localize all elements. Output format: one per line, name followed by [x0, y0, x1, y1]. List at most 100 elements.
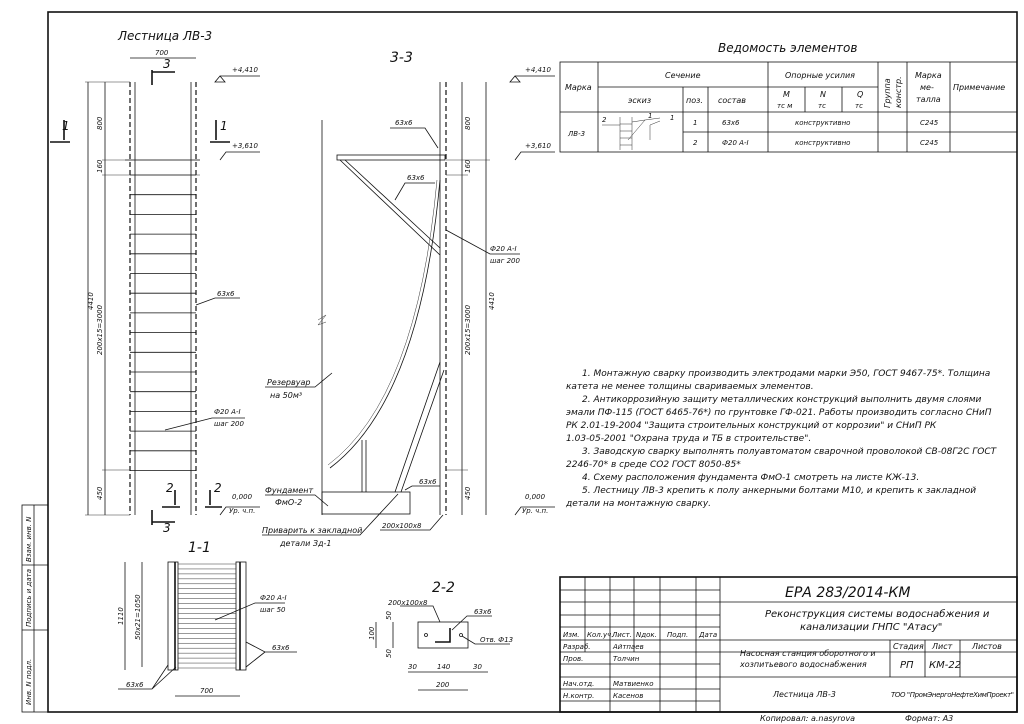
header-mark: Марка [565, 83, 592, 92]
sheet-frame [47, 11, 1018, 713]
dim-height-bottom: 50 [385, 649, 393, 658]
dim-first: 160 [96, 159, 104, 173]
person-name: Толчин [613, 655, 640, 663]
dim-steps: 50x21=1050 [134, 594, 142, 640]
profile-right-label: 63x6 [272, 644, 290, 652]
base-plate [417, 621, 469, 649]
section-2-2: 2-2 200x100x8 63x6 Отв. Ф13 100 50 50 30… [368, 580, 513, 691]
elevation-zero: 0,000 [525, 493, 546, 501]
header-note: Примечание [953, 83, 1005, 92]
row-mark: ЛВ-3 [567, 130, 585, 138]
col-header: Подп. [667, 631, 688, 639]
rung-label: Ф20 А-I [260, 594, 287, 602]
elevation-mid: +3,610 [232, 142, 258, 150]
side-stamp-signature: Подпись и дата [25, 569, 33, 627]
floor-level: Ур. ч.п. [229, 507, 255, 515]
col-header: Кол.уч. [587, 631, 613, 639]
col-header: Nдок. [636, 631, 657, 639]
tank-volume: на 50м³ [270, 391, 302, 400]
header-m-unit: тс м [777, 102, 793, 110]
sheet-label: Лист [931, 642, 953, 651]
note-line: детали на монтажную сварку. [565, 499, 711, 509]
sketch-label: 1 [648, 112, 652, 120]
object-line1: Насосная станция оборотного и [740, 649, 876, 658]
row-composition: 63x6 [722, 119, 740, 127]
cut-mark-1-left: 1 [62, 119, 70, 133]
view-title: Лестница ЛВ-3 [117, 29, 212, 43]
elevation-zero: 0,000 [232, 493, 253, 501]
col-header: Дата [698, 631, 717, 639]
role: Н.контр. [563, 692, 594, 700]
side-stamp-replaced: Взам. инв. N [25, 516, 33, 562]
header-n: N [820, 90, 826, 99]
header-sketch: эскиз [628, 96, 651, 105]
sketch-icon: 2 1 1 [602, 112, 674, 150]
profile-left-label: 63x6 [126, 681, 144, 689]
person-name: Матвиенко [613, 680, 653, 688]
weld-note-line2: детали Зд-1 [279, 539, 332, 548]
general-notes: 1. Монтажную сварку производить электрод… [565, 369, 998, 509]
tank-label: Резервуар [267, 378, 310, 387]
plate-label: 200x100x8 [388, 599, 428, 607]
dim-total: 4410 [488, 292, 496, 310]
floor-level: Ур. ч.п. [522, 507, 548, 515]
person-name: Касенов [613, 692, 643, 700]
row-pos: 2 [693, 139, 698, 147]
hole-label: Отв. Ф13 [480, 636, 513, 644]
dim-height: 100 [368, 626, 376, 640]
dim-bottom: 450 [96, 486, 104, 500]
dim-30-right: 30 [473, 663, 482, 671]
ladder-front-view: Лестница ЛВ-3 700 4410 800 160 200x15=30… [50, 29, 260, 535]
role: Нач.отд. [563, 680, 594, 688]
row-pos: 1 [693, 119, 697, 127]
profile-label: 63x6 [474, 608, 492, 616]
row-forces: конструктивно [795, 139, 850, 147]
col-header: Изм. [563, 631, 579, 639]
section-title: 2-2 [432, 580, 455, 596]
header-q: Q [857, 90, 863, 99]
sheet-format: Формат: А3 [905, 714, 953, 723]
section-title: 3-3 [390, 50, 413, 66]
dim-200: 200 [436, 681, 450, 689]
header-n-unit: тс [818, 102, 826, 110]
section-3-3: 3-3 800 160 200x15=3000 450 4410 +4,410 … [262, 50, 555, 548]
header-section: Сечение [665, 71, 701, 80]
note-line: 2246-70* в среде СО2 ГОСТ 8050-85* [566, 460, 741, 470]
header-forces: Опорные усилия [785, 71, 855, 80]
rungs [178, 563, 236, 669]
table-title: Ведомость элементов [718, 41, 857, 55]
rung-step: шаг 50 [260, 606, 286, 614]
note-line: катета не менее толщины свариваемых элем… [566, 382, 814, 392]
profile-top-label: 63x6 [395, 119, 413, 127]
header-pos: поз. [686, 96, 703, 105]
dim-top: 800 [464, 116, 472, 130]
dim-bottom: 450 [464, 486, 472, 500]
note-line: 1. Монтажную сварку производить электрод… [582, 369, 990, 379]
copied-by: Копировал: a.nasyrova [760, 714, 855, 723]
cut-mark-3-top: 3 [163, 57, 171, 71]
header-m: М [783, 90, 790, 99]
project-line2: канализации ГНПС "Атасу" [800, 622, 942, 633]
person-name: Айтпаев [612, 643, 644, 651]
header-group-2: констр. [894, 76, 903, 108]
plate-label: 200x100x8 [382, 522, 422, 530]
dim-width: 700 [200, 687, 214, 695]
dim-140: 140 [437, 663, 451, 671]
header-q-unit: тс [855, 102, 863, 110]
stage-label: Стадия [893, 642, 924, 651]
note-line: РК 2.01-19-2004 "Защита строительных кон… [566, 421, 937, 431]
col-header: Лист. [611, 631, 632, 639]
company-name: ТОО "ПромЭнергоНефтеХимПроект" [891, 691, 1014, 699]
foundation-mark: ФмО-2 [275, 498, 302, 507]
row-metal: С245 [920, 119, 939, 127]
role: Пров. [563, 655, 583, 663]
cut-mark-2-left: 2 [166, 481, 174, 495]
note-line: 3. Заводскую сварку выполнять полуавтома… [582, 447, 998, 457]
dim-top: 800 [96, 116, 104, 130]
cut-mark-2-right: 2 [214, 481, 222, 495]
title-block: ЕРА 283/2014-КМ Реконструкция системы во… [559, 576, 1018, 713]
dim-height-top: 50 [385, 611, 393, 620]
rung-step: шаг 200 [490, 257, 521, 265]
foundation-label: Фундамент [265, 486, 313, 495]
role: Разраб. [563, 643, 591, 651]
